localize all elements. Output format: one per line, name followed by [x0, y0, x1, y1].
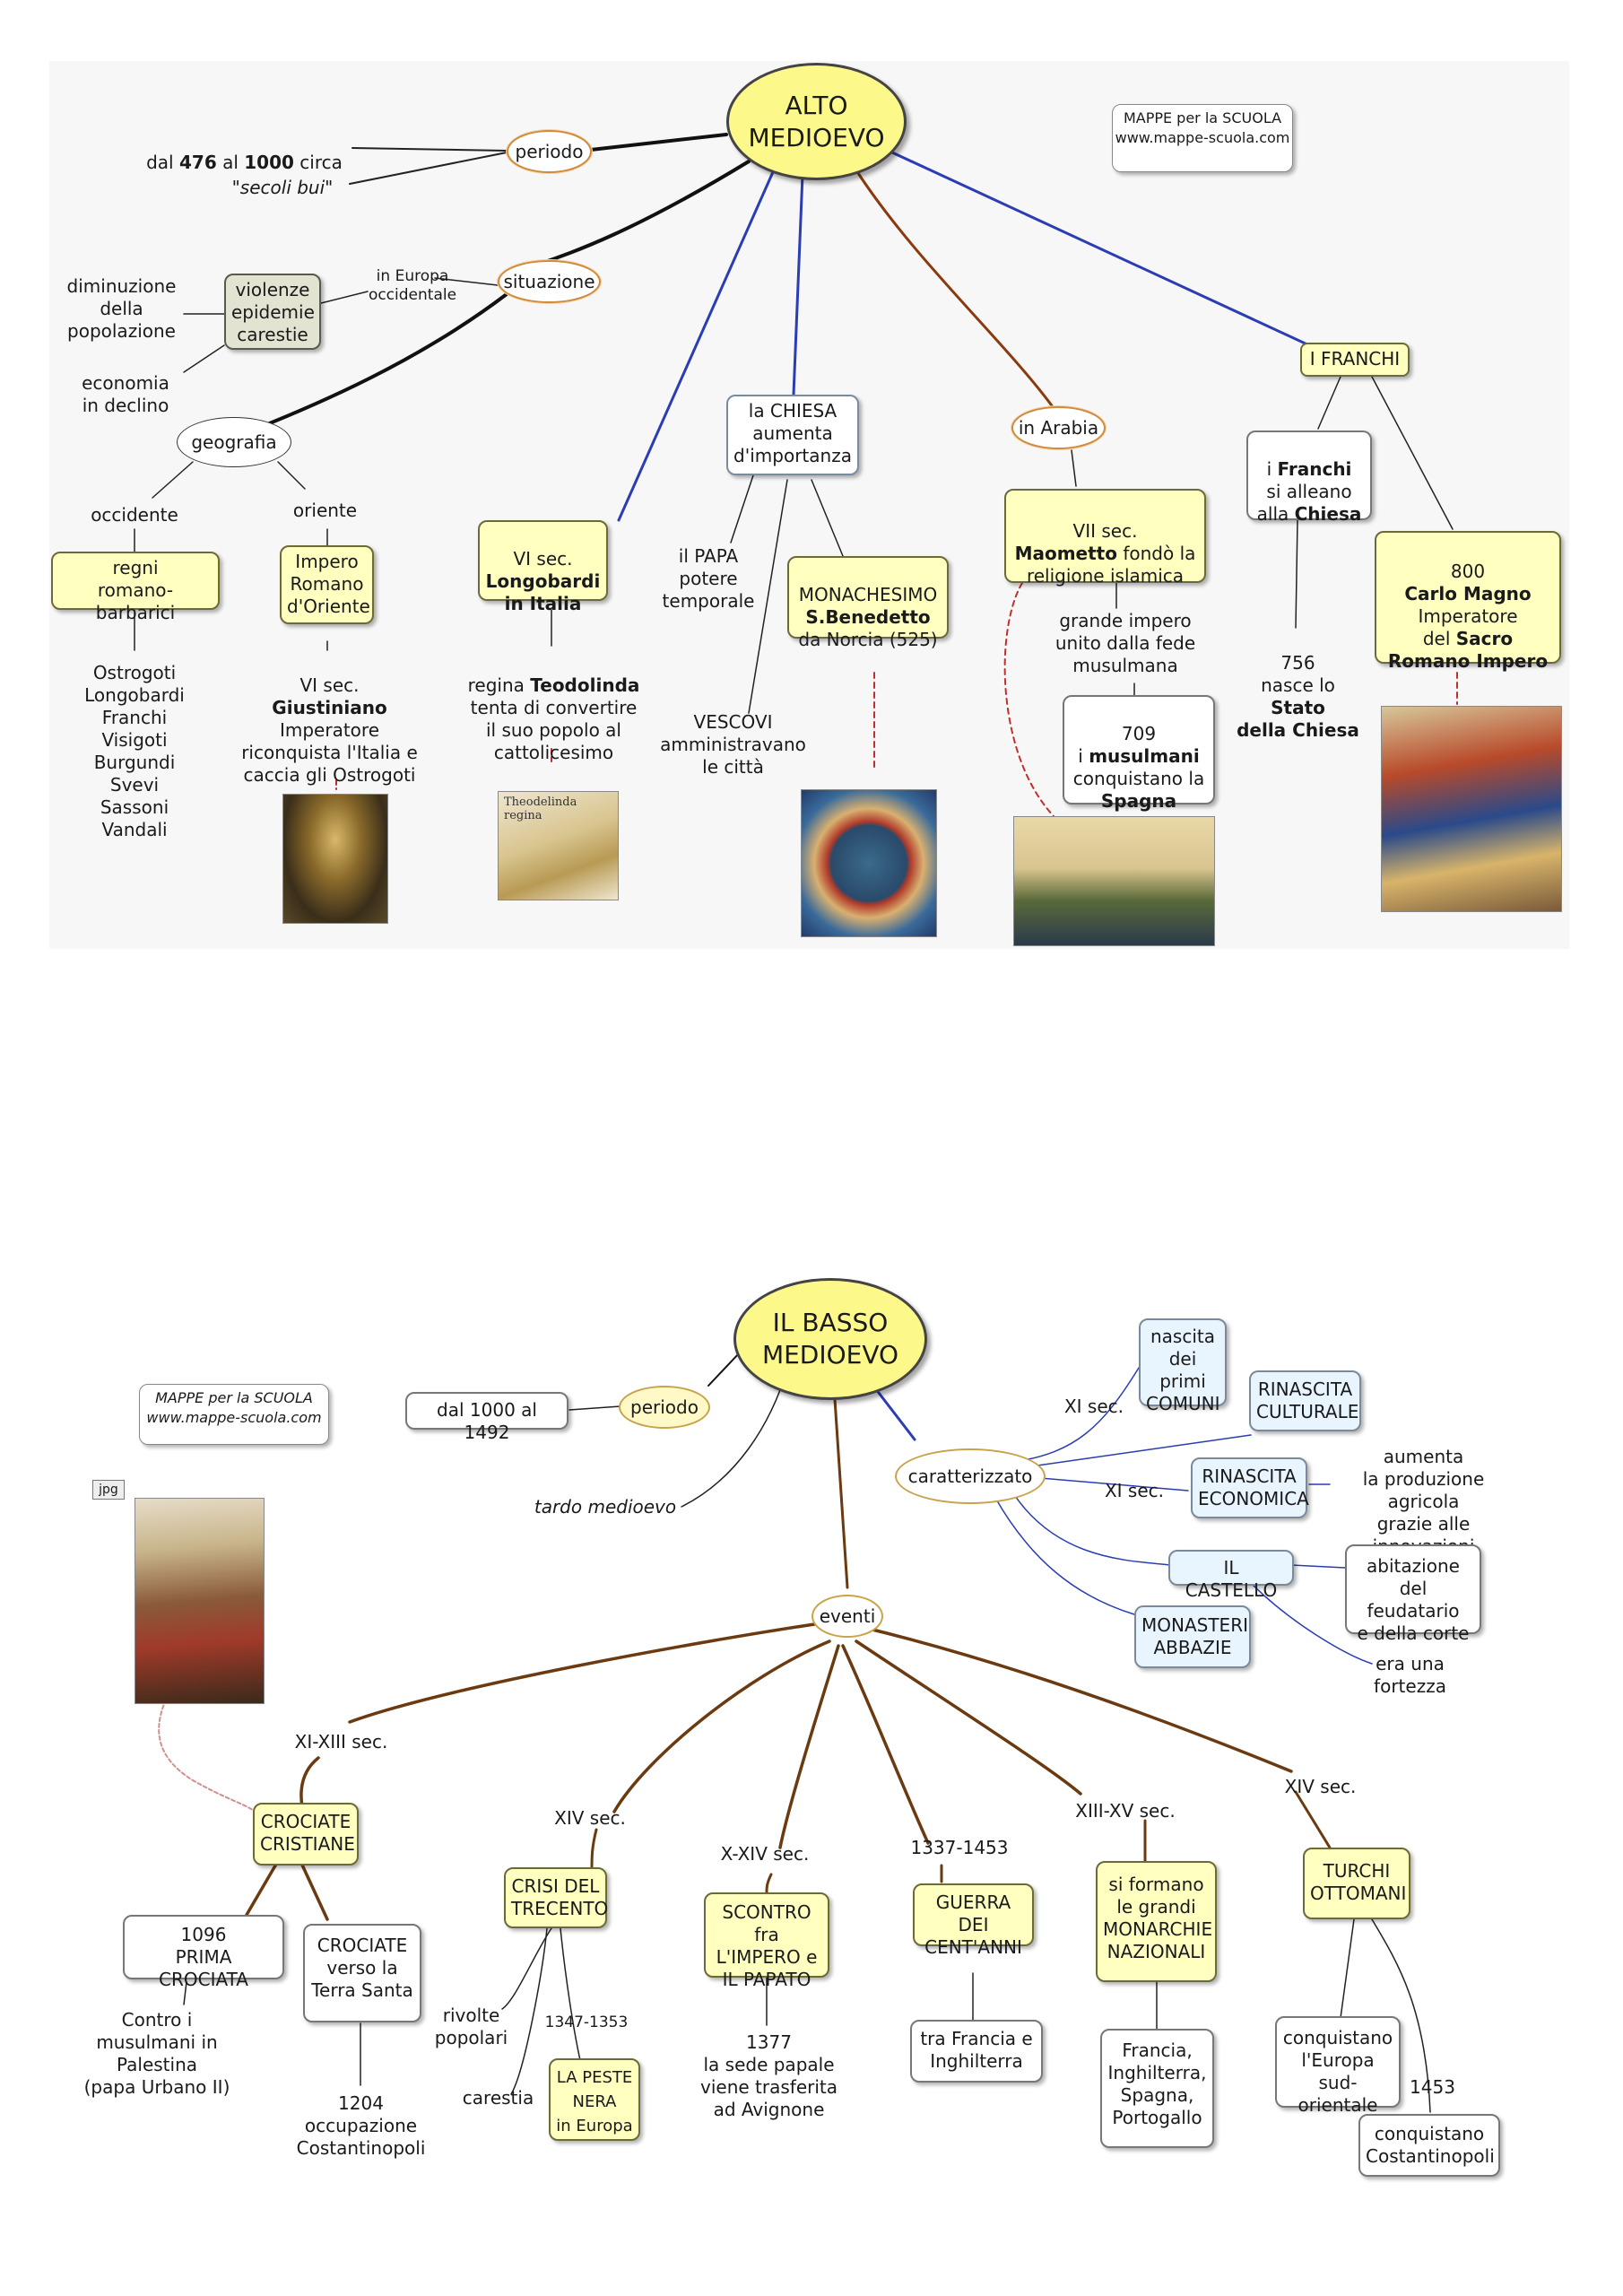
- 1204-text: 1204 occupazione Costantinopoli: [296, 2092, 426, 2159]
- maometto-box: VII sec.Maometto fondò la religione isla…: [1004, 489, 1206, 587]
- violenze-box: violenze epidemie carestie: [224, 274, 321, 350]
- xi-sec-label-1: XI sec.: [1063, 1396, 1124, 1417]
- regni-box: regni romano-barbarici: [51, 552, 220, 623]
- eventi-node: eventi: [812, 1595, 883, 1638]
- prima-crociata-box: 1096 PRIMA CROCIATA: [123, 1915, 284, 1990]
- crociate-painting-image: [135, 1498, 265, 1704]
- rinascita-culturale-box: RINASCITA CULTURALE: [1249, 1370, 1361, 1431]
- watermark-top: MAPPE per la SCUOLA www.mappe-scuola.com: [1112, 104, 1293, 172]
- monasteri-box: MONASTERI ABBAZIE: [1134, 1605, 1251, 1668]
- terra-santa-box: CROCIATE verso la Terra Santa: [303, 1924, 421, 2022]
- peste-box: LA PESTE NERA in Europa: [549, 2058, 640, 2141]
- jpg-label: jpg: [92, 1480, 125, 1500]
- secoli-bui-text: "secoli bui": [231, 177, 334, 198]
- conquistano-costantinopoli-box: conquistano Costantinopoli: [1358, 2114, 1500, 2177]
- 1453-text: 1453: [1410, 2076, 1455, 2098]
- grande-impero-text: grande impero unito dalla fede musulmana: [1055, 610, 1196, 676]
- in-arabia-node: in Arabia: [1011, 406, 1106, 449]
- geografia-node: geografia: [177, 417, 291, 467]
- situazione-node: situazione: [498, 260, 601, 303]
- impero-romano-box: Impero Romano d'Oriente: [280, 545, 374, 624]
- tardo-medioevo-text: tardo medioevo: [534, 1496, 677, 1518]
- popoli-list: Ostrogoti Longobardi Franchi Visigoti Bu…: [84, 662, 185, 840]
- vescovi-text: VESCOVI amministravano le città: [660, 711, 806, 778]
- contro-text: Contro i musulmani in Palestina (papa Ur…: [83, 2009, 230, 2098]
- abitazione-box: abitazione del feudatario e della corte: [1345, 1544, 1481, 1644]
- comuni-box: nascita dei primi COMUNI: [1139, 1318, 1227, 1414]
- teodolinda-image-caption: Theodelinda regina: [504, 796, 577, 822]
- dal1000-box: dal 1000 al 1492: [405, 1392, 568, 1443]
- caratterizzato-node: caratterizzato: [895, 1448, 1046, 1504]
- francia-inghilterra-box: tra Francia e Inghilterra: [910, 2020, 1043, 2083]
- periodo-node: periodo: [507, 130, 592, 173]
- guerra-box: GUERRA DEI CENT'ANNI: [913, 1883, 1034, 1958]
- crisi-box: CRISI DEL TRECENTO: [504, 1867, 608, 1928]
- scontro-box: SCONTRO fra L'IMPERO e IL PAPATO: [704, 1892, 829, 1990]
- 1347-text: 1347-1353: [544, 2013, 629, 2031]
- teodolinda-image: Theodelinda regina: [498, 791, 619, 900]
- franchi-box: I FRANCHI: [1300, 343, 1410, 377]
- san-benedetto-image: [801, 789, 937, 937]
- carestia-text: carestia: [462, 2087, 534, 2109]
- alto-medioevo-title: ALTO MEDIOEVO: [726, 63, 907, 180]
- diminuzione-text: diminuzione della popolazione: [66, 275, 177, 342]
- in-europa-text: in Europa occidentale: [368, 267, 457, 304]
- aumenta-text: aumenta la produzione agricola grazie al…: [1362, 1446, 1485, 1557]
- fortezza-text: era una fortezza: [1374, 1653, 1446, 1697]
- papa-text: il PAPA potere temporale: [662, 545, 755, 612]
- chiesa-box: la CHIESA aumenta d'importanza: [726, 395, 859, 475]
- xiv-sec-label-1: XIV sec.: [554, 1807, 626, 1829]
- rivolte-text: rivolte popolari: [434, 2005, 508, 2048]
- turchi-box: TURCHI OTTOMANI: [1303, 1848, 1410, 1919]
- maometto-image: [1013, 816, 1215, 946]
- xi-xiii-label: XI-XIII sec.: [294, 1731, 388, 1752]
- rinascita-economica-box: RINASCITA ECONOMICA: [1191, 1457, 1309, 1518]
- basso-medioevo-title: IL BASSO MEDIOEVO: [733, 1278, 927, 1400]
- nazioni-box: Francia, Inghilterra, Spagna, Portogallo: [1100, 2029, 1214, 2148]
- x-xiv-label: X-XIV sec.: [720, 1843, 810, 1865]
- xiii-xv-label: XIII-XV sec.: [1075, 1800, 1176, 1822]
- periodo-basso-node: periodo: [619, 1386, 710, 1429]
- conquistano-europa-box: conquistano l'Europa sud-orientale: [1275, 2016, 1401, 2116]
- dates-text: dal 476 al 1000 circa: [146, 152, 343, 173]
- carlo-magno-image: [1381, 706, 1562, 912]
- giustiniano-mosaic-image: [282, 794, 388, 924]
- xi-sec-label-2: XI sec.: [1104, 1480, 1165, 1501]
- crociate-box: CROCIATE CRISTIANE: [253, 1803, 359, 1866]
- longobardi-box: VI sec.Longobardi in Italia: [478, 520, 608, 614]
- 1337-label: 1337-1453: [910, 1837, 1009, 1858]
- xiv-sec-label-2: XIV sec.: [1284, 1776, 1357, 1797]
- castello-box: IL CASTELLO: [1168, 1550, 1294, 1601]
- 1377-text: 1377 la sede papale viene trasferita ad …: [700, 2031, 838, 2120]
- occidente-text: occidente: [91, 504, 178, 526]
- oriente-text: oriente: [292, 500, 358, 521]
- economia-text: economia in declino: [82, 372, 169, 416]
- monarchie-box: si formano le grandi MONARCHIE NAZIONALI: [1096, 1861, 1217, 1982]
- watermark-bottom: MAPPE per la SCUOLA www.mappe-scuola.com: [139, 1384, 329, 1445]
